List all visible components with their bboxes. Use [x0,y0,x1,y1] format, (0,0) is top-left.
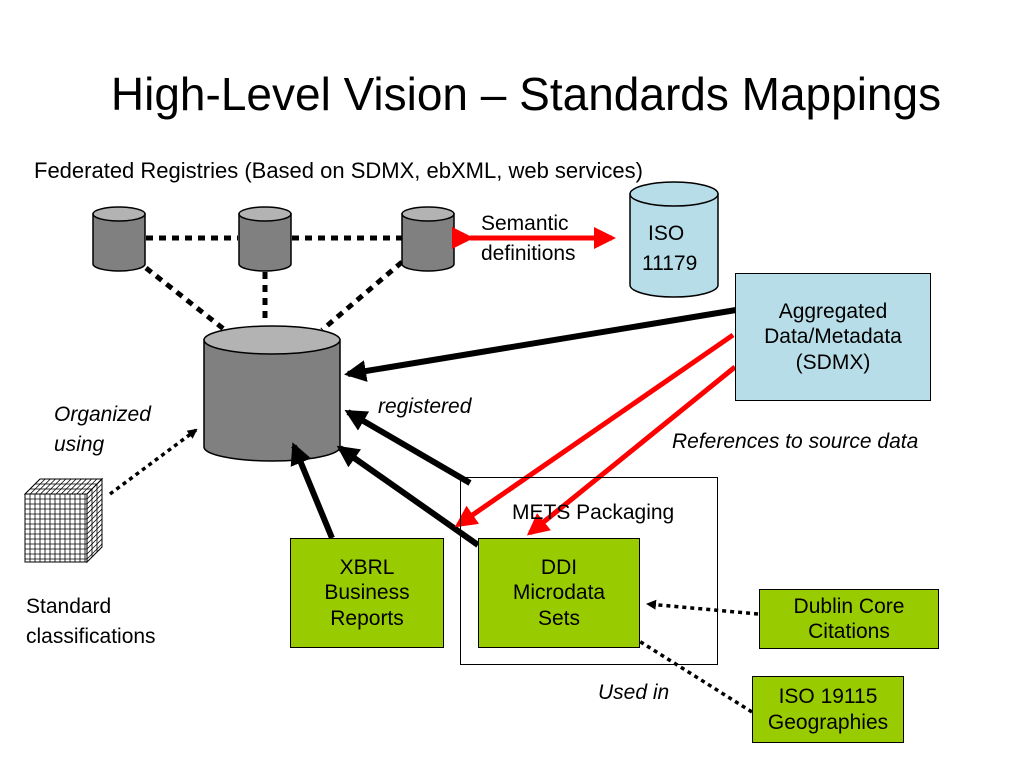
mets-registered-arrow [344,409,472,486]
registered-label: registered [378,395,472,418]
dublin-core-box: Dublin Core Citations [759,589,939,649]
mets-packaging-label: METS Packaging [512,501,675,524]
standard-classifications-label-line1: Standard [26,595,112,618]
aggregated-data-box: Aggregated Data/Metadata (SDMX) [735,273,931,401]
diagram-subtitle: Federated Registries (Based on SDMX, ebX… [34,158,643,183]
reference-arrow-to-ddi [526,365,737,536]
references-label: References to source data [672,430,919,453]
dublin-core-arrow [646,599,759,616]
iso19115-arrow [626,632,753,714]
reference-arrow-to-xbrl [454,332,735,528]
central-registry-cylinder [203,325,341,462]
iso11179-label-line1: ISO [648,222,685,245]
aggregated-registered-arrow [344,307,737,382]
mets-packaging-frame [460,477,718,665]
iso11179-cylinder [629,181,719,298]
registry-cylinder-1 [92,206,146,272]
organized-using-label-line2: using [54,433,105,456]
iso11179-label-line2: 11179 [642,252,698,275]
used-in-label: Used in [598,681,670,704]
registry-cylinder-2 [238,206,292,272]
page-title: High-Level Vision – Standards Mappings [110,68,942,120]
xbrl-box: XBRL Business Reports [290,538,444,648]
xbrl-registered-arrow [290,442,335,540]
registry-cylinder-3 [401,206,455,272]
federation-links [144,235,404,332]
organized-using-arrow [108,428,198,496]
organized-using-label-line1: Organized [54,403,151,426]
standard-classifications-label-line2: classifications [26,625,156,648]
ddi-registered-arrow [336,445,480,548]
classifications-cube-icon [23,477,104,564]
semantic-definitions-label-line2: definitions [481,242,576,265]
semantic-definitions-label-line1: Semantic [481,212,569,235]
iso19115-box: ISO 19115 Geographies [752,676,904,743]
ddi-box: DDI Microdata Sets [478,538,640,648]
